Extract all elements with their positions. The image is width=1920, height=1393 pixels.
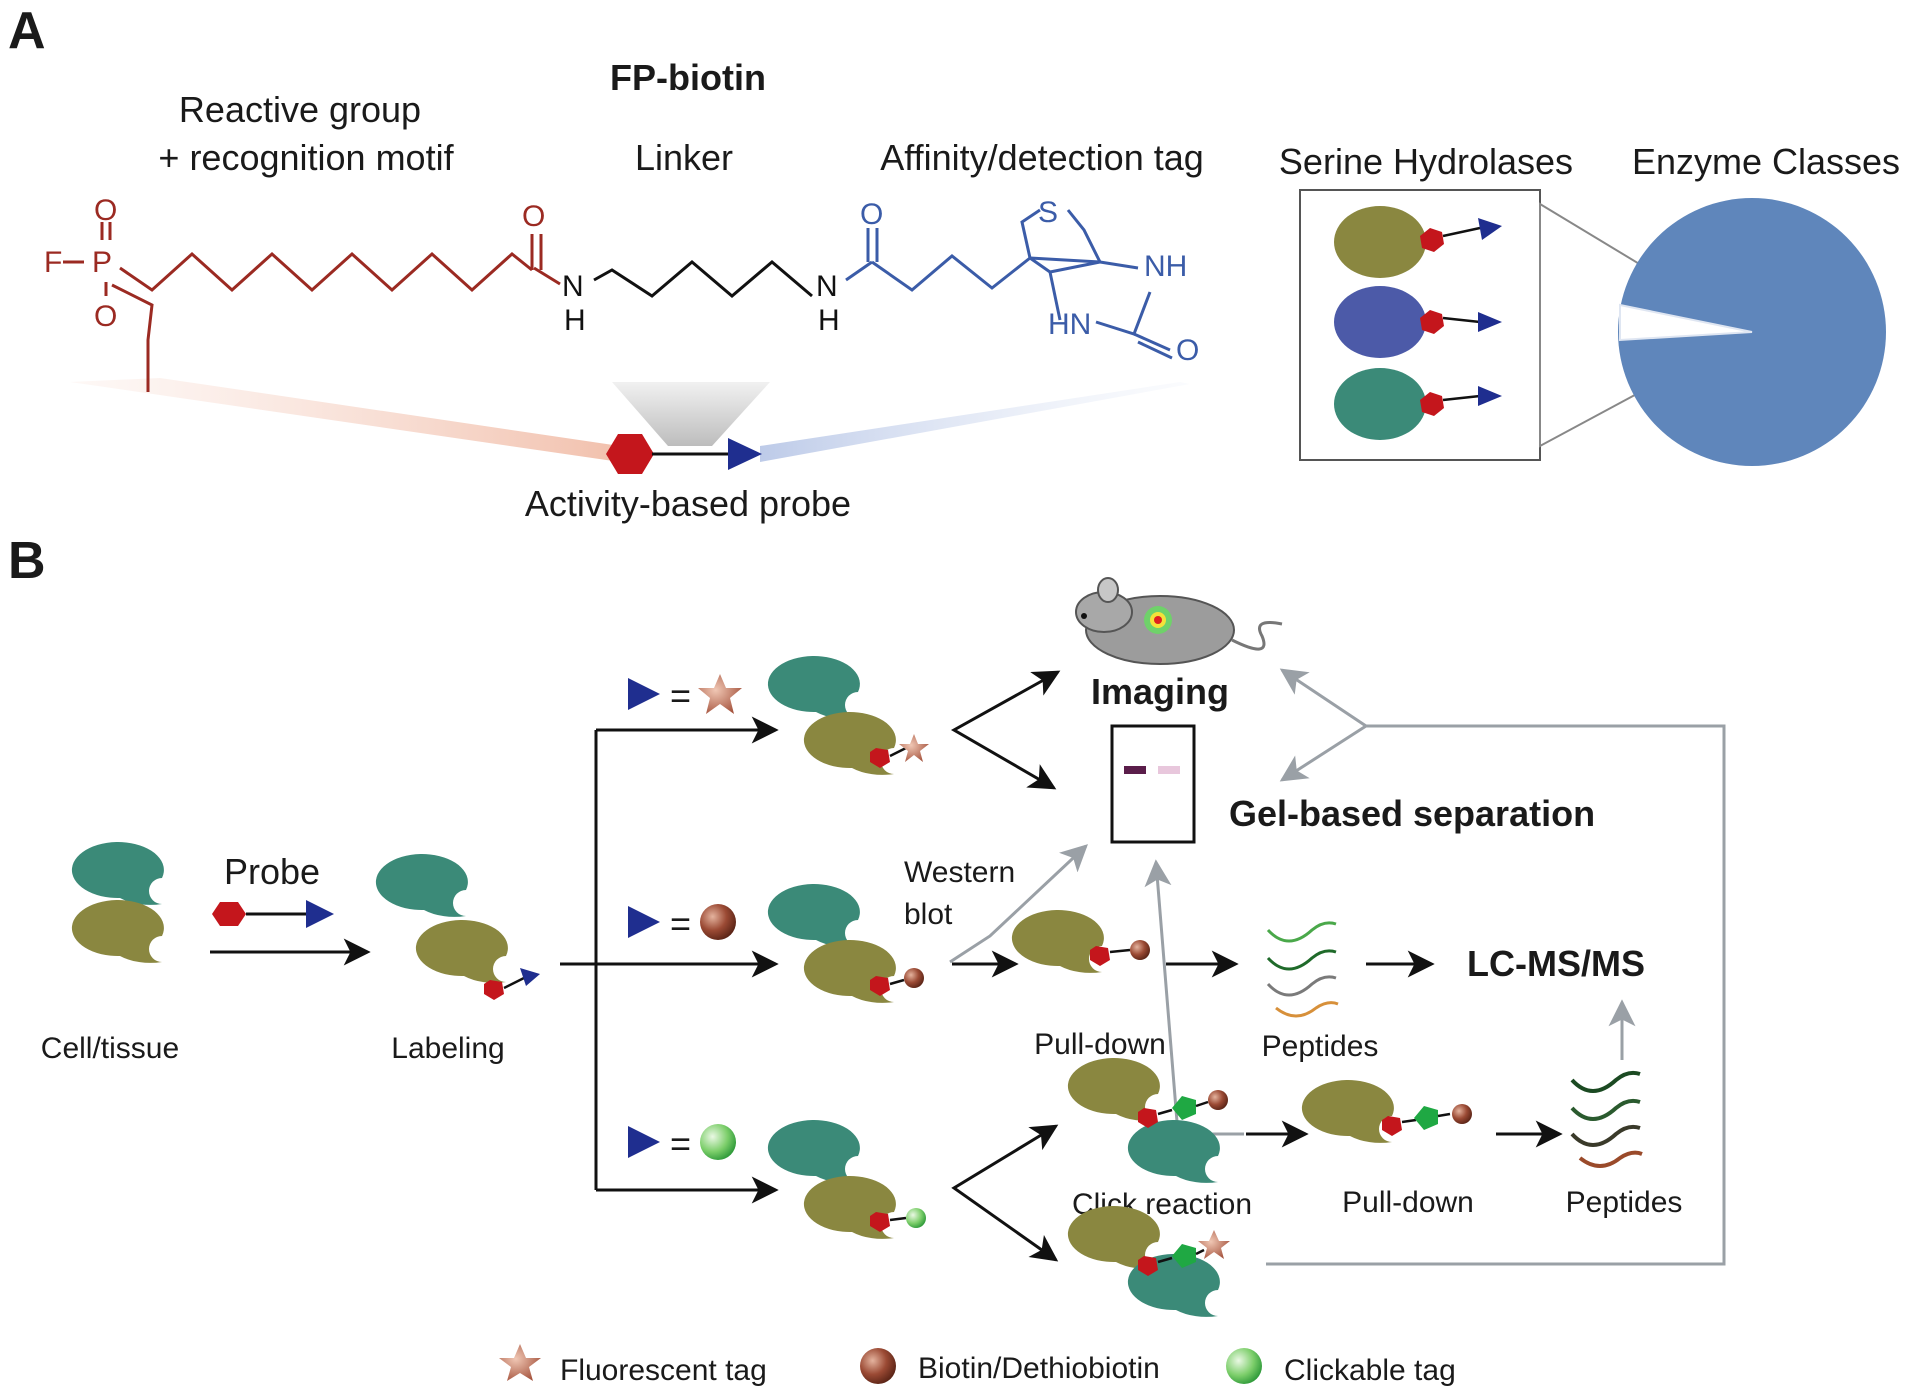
serine-hydrolase-slice bbox=[1619, 303, 1753, 342]
tag-label: Affinity/detection tag bbox=[880, 137, 1204, 178]
equals-3: = bbox=[670, 1123, 691, 1164]
enzyme-classes-label: Enzyme Classes bbox=[1632, 141, 1900, 182]
biotin-probe-equation bbox=[628, 904, 736, 940]
gel-band-dark bbox=[1124, 766, 1146, 774]
peptide-fragments-2 bbox=[1570, 1070, 1643, 1168]
western-blot-arrow bbox=[949, 844, 1088, 964]
tag-fan bbox=[760, 382, 1190, 462]
activity-based-probe-glyph bbox=[606, 434, 762, 474]
pull-down-label-1: Pull-down bbox=[1034, 1028, 1166, 1061]
peptides-label-2: Peptides bbox=[1566, 1186, 1683, 1219]
labeling-label: Labeling bbox=[391, 1032, 504, 1065]
atom-nitrogen-2: N bbox=[816, 270, 838, 303]
probe-name: FP-biotin bbox=[610, 57, 766, 98]
gel-separation-label: Gel-based separation bbox=[1229, 793, 1595, 834]
probe-step-glyph bbox=[212, 900, 334, 928]
cell-tissue-enzymes bbox=[71, 842, 164, 963]
reactive-group-label-2: + recognition motif bbox=[158, 137, 454, 178]
probe-label: Activity-based probe bbox=[525, 483, 851, 524]
linker-chain bbox=[593, 260, 813, 298]
imaging-label: Imaging bbox=[1091, 671, 1229, 712]
lcms-label: LC-MS/MS bbox=[1467, 943, 1645, 984]
atom-hydrogen-1: H bbox=[564, 304, 586, 337]
probe-step-label: Probe bbox=[224, 851, 320, 892]
panel-a-letter: A bbox=[8, 2, 46, 60]
branch-lines bbox=[560, 716, 779, 1204]
equals-1: = bbox=[670, 675, 691, 716]
legend-biotin-icon bbox=[860, 1348, 896, 1384]
fluorescent-probe-equation bbox=[628, 674, 742, 714]
atom-oxygen-amide-2: O bbox=[860, 198, 883, 231]
western-label-1: Western bbox=[904, 856, 1015, 889]
fluorophosphonate-group bbox=[63, 222, 561, 392]
legend-clickable-icon bbox=[1226, 1348, 1262, 1384]
imaging-gel-arrows bbox=[950, 670, 1061, 790]
gel-band-light bbox=[1158, 766, 1180, 774]
linker-fan bbox=[612, 382, 770, 446]
legend: Fluorescent tag Biotin/Dethiobiotin Clic… bbox=[499, 1344, 1456, 1387]
peptide-fragments-1 bbox=[1266, 921, 1339, 1018]
pulled-down-enzyme-2 bbox=[1301, 1080, 1472, 1143]
atom-oxygen-p: O bbox=[94, 194, 117, 227]
cell-tissue-label: Cell/tissue bbox=[41, 1032, 179, 1065]
click-product-fluorescent bbox=[1067, 1206, 1230, 1317]
legend-clickable-label: Clickable tag bbox=[1284, 1354, 1456, 1387]
peptides-label-1: Peptides bbox=[1262, 1030, 1379, 1063]
labeled-enzymes bbox=[375, 854, 540, 1000]
reactive-group-label-1: Reactive group bbox=[179, 89, 421, 130]
biotin-labeled-enzymes bbox=[767, 884, 924, 1003]
atom-sulfur: S bbox=[1038, 196, 1058, 229]
reactive-group-fan bbox=[70, 378, 620, 462]
clickable-labeled-enzymes bbox=[767, 1120, 926, 1239]
pull-down-label-2: Pull-down bbox=[1342, 1186, 1474, 1219]
atom-oxygen-urea: O bbox=[1176, 334, 1199, 367]
biotin-structure bbox=[845, 208, 1173, 360]
panel-b-letter: B bbox=[8, 532, 46, 590]
atom-nh: NH bbox=[1144, 250, 1187, 283]
linker-label: Linker bbox=[635, 137, 733, 178]
atom-oxygen-ester: O bbox=[94, 300, 117, 333]
atom-oxygen-amide-1: O bbox=[522, 200, 545, 233]
serine-hydrolases-label: Serine Hydrolases bbox=[1279, 141, 1573, 182]
pulled-down-enzyme-1 bbox=[1011, 910, 1150, 973]
atom-fluorine: F bbox=[44, 246, 62, 279]
gel bbox=[1110, 724, 1196, 844]
legend-fluorescent-icon bbox=[499, 1344, 541, 1381]
clickable-probe-equation bbox=[628, 1124, 736, 1160]
hydrolase-enzymes bbox=[1334, 206, 1502, 440]
atom-phosphorus: P bbox=[92, 246, 112, 279]
legend-biotin-label: Biotin/Dethiobiotin bbox=[918, 1352, 1160, 1385]
atom-hn: HN bbox=[1048, 308, 1091, 341]
western-label-2: blot bbox=[904, 898, 953, 931]
equals-2: = bbox=[670, 903, 691, 944]
atom-hydrogen-2: H bbox=[818, 304, 840, 337]
fluorescent-labeled-enzymes bbox=[767, 656, 929, 775]
mouse-illustration bbox=[1075, 577, 1283, 665]
click-branch-arrows bbox=[951, 1124, 1059, 1262]
atom-nitrogen-1: N bbox=[562, 270, 584, 303]
click-product-biotin bbox=[1067, 1058, 1228, 1183]
legend-fluorescent-label: Fluorescent tag bbox=[560, 1354, 767, 1387]
